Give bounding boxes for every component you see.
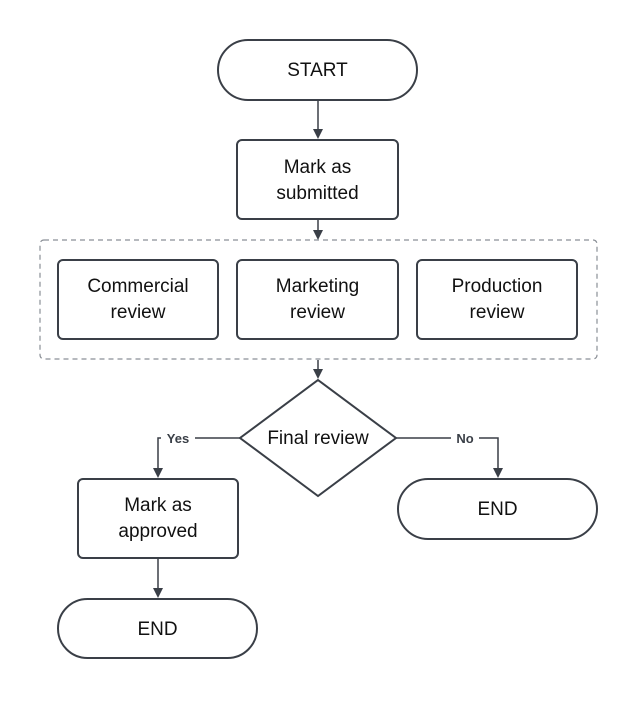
edge-label-yes: Yes	[167, 431, 189, 446]
edge-label-yes-group: Yes	[161, 430, 195, 446]
production-review-node: Production review	[416, 259, 578, 340]
edge-final-yes	[153, 437, 240, 478]
production-review-line2: review	[470, 302, 525, 323]
marketing-review-line2: review	[290, 302, 345, 323]
start-label: START	[287, 60, 348, 81]
edge-label-no-group: No	[451, 430, 479, 446]
mark-approved-line2: approved	[118, 521, 197, 542]
mark-approved-node: Mark as approved	[77, 478, 239, 559]
commercial-review-line1: Commercial	[87, 276, 188, 297]
marketing-review-line1: Marketing	[276, 276, 359, 297]
end-yes-label: END	[137, 619, 177, 640]
production-review-line1: Production	[452, 276, 543, 297]
mark-submitted-node: Mark as submitted	[236, 139, 399, 220]
edge-final-no	[396, 437, 503, 478]
end-node-yes: END	[57, 598, 258, 659]
commercial-review-line2: review	[111, 302, 166, 323]
start-node: START	[217, 39, 418, 101]
end-node-no: END	[397, 478, 598, 540]
final-review-label: Final review	[267, 428, 369, 449]
marketing-review-node: Marketing review	[236, 259, 399, 340]
commercial-review-node: Commercial review	[57, 259, 219, 340]
mark-submitted-line2: submitted	[276, 183, 358, 204]
parallel-review-group	[39, 239, 598, 360]
end-no-label: END	[477, 499, 517, 520]
final-review-decision: Final review	[238, 378, 398, 498]
mark-submitted-line1: Mark as	[284, 157, 352, 178]
edge-label-no: No	[456, 431, 473, 446]
mark-approved-line1: Mark as	[124, 495, 192, 516]
